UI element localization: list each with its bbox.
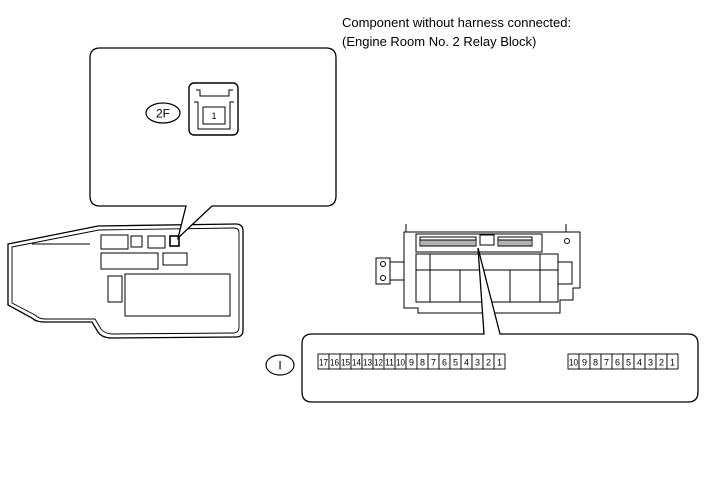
connector-i-right-pin-6: 6 [615, 358, 620, 368]
connector-i-left-pin-17: 17 [319, 358, 328, 368]
connector-i-tag: I [278, 359, 281, 373]
connector-i-left-pin-6: 6 [442, 358, 447, 368]
connector-2f-callout [89, 47, 337, 240]
connector-i-left-pin-5: 5 [453, 358, 458, 368]
connector-i-left-pin-4: 4 [464, 358, 469, 368]
connector-i-left-pin-11: 11 [385, 358, 394, 368]
connector-2f-pin-1: 1 [211, 111, 216, 121]
component-body [375, 224, 581, 314]
connector-i-right-pin-1: 1 [670, 358, 675, 368]
connector-i-left-pin-13: 13 [363, 358, 372, 368]
connector-i-right-pin-10: 10 [569, 358, 578, 368]
connector-i-right-pin-4: 4 [637, 358, 642, 368]
connector-i-left-pin-2: 2 [486, 358, 491, 368]
caption-line-2: (Engine Room No. 2 Relay Block) [342, 34, 536, 49]
connector-i-left-cell-1 [493, 353, 506, 370]
connector-i-right-pin-7: 7 [604, 358, 609, 368]
connector-i-left-pin-14: 14 [352, 358, 361, 368]
connector-i-callout [301, 247, 699, 403]
connector-i-right-pin-5: 5 [626, 358, 631, 368]
connector-2f-tag: 2F [156, 107, 170, 121]
connector-i-tag-oval [265, 354, 295, 376]
connector-2f-face [188, 82, 239, 136]
connector-i-left-pin-15: 15 [341, 358, 350, 368]
connector-i-right-pin-8: 8 [593, 358, 598, 368]
caption-line-1: Component without harness connected: [342, 15, 571, 30]
connector-i-left-pin-16: 16 [330, 358, 339, 368]
connector-i-left-pin-3: 3 [475, 358, 480, 368]
connector-2f-tag-oval [145, 102, 181, 124]
connector-i-left-pin-9: 9 [409, 358, 414, 368]
connector-i-right-pin-2: 2 [659, 358, 664, 368]
connector-i-left-pin-1: 1 [497, 358, 502, 368]
connector-i-left-pin-7: 7 [431, 358, 436, 368]
connector-i-left-pin-12: 12 [374, 358, 383, 368]
connector-i-right-cell-1 [666, 353, 679, 370]
connector-i-left-pin-10: 10 [396, 358, 405, 368]
connector-i-right-pin-9: 9 [582, 358, 587, 368]
connector-i-left-pin-8: 8 [420, 358, 425, 368]
relay-block-internals [32, 234, 231, 317]
relay-block-outline [7, 223, 244, 339]
component-connector-teeth [421, 240, 531, 246]
connector-i-right-pin-3: 3 [648, 358, 653, 368]
